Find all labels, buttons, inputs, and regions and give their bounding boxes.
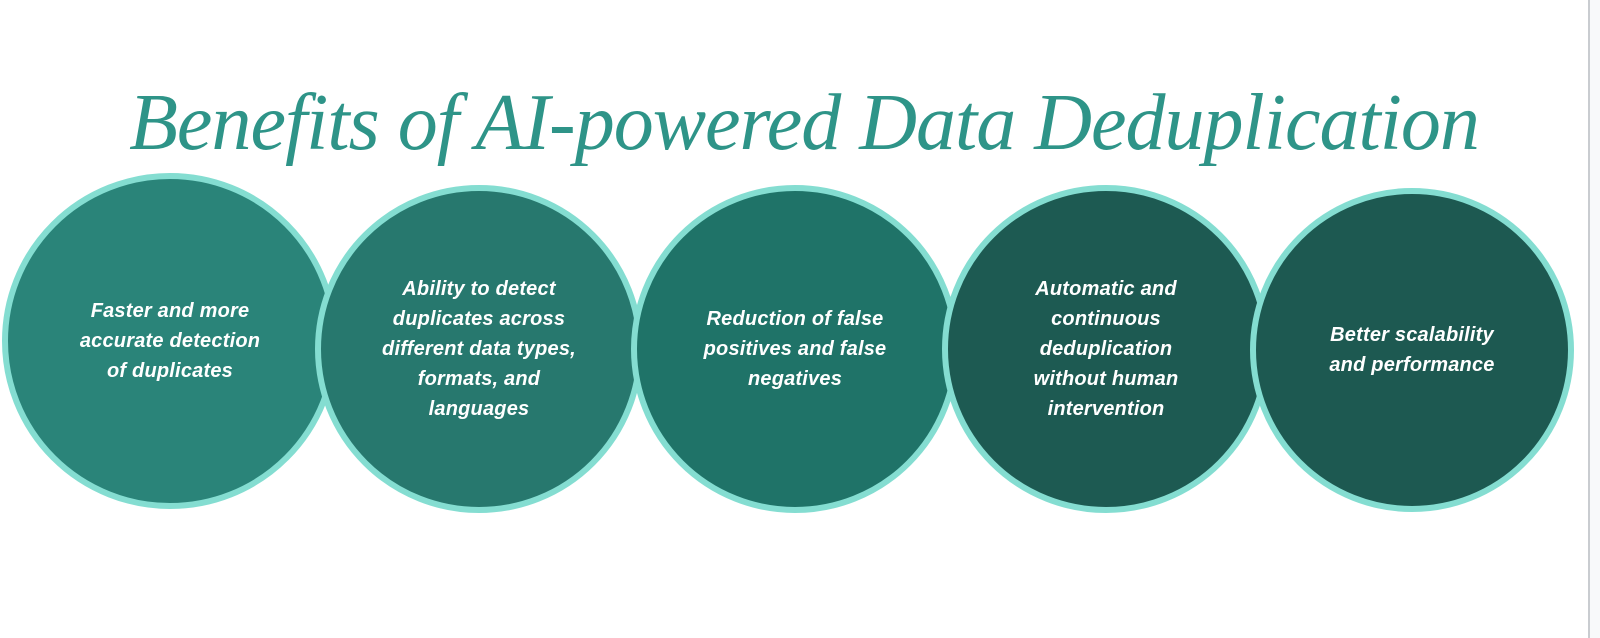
benefit-circle-5: Better scalability and performance (1250, 188, 1574, 512)
benefit-circle-1-label: Faster and more accurate detection of du… (79, 300, 261, 382)
app-gutter (1590, 0, 1600, 638)
benefit-circle-1: Faster and more accurate detection of du… (2, 173, 338, 509)
benefit-circle-4: Automatic and continuous deduplication w… (942, 185, 1270, 513)
benefit-circle-3-label: Reduction of false positives and false n… (703, 308, 887, 390)
page-title: Benefits of AI-powered Data Deduplicatio… (129, 78, 1480, 167)
benefit-circle-4-label: Automatic and continuous deduplication w… (1033, 278, 1179, 420)
benefit-circle-5-label: Better scalability and performance (1329, 324, 1495, 376)
benefit-circle-2-label: Ability to detect duplicates across diff… (382, 278, 576, 420)
canvas-edge-line (1588, 0, 1590, 638)
benefit-circle-2: Ability to detect duplicates across diff… (315, 185, 643, 513)
benefit-circle-3: Reduction of false positives and false n… (631, 185, 959, 513)
